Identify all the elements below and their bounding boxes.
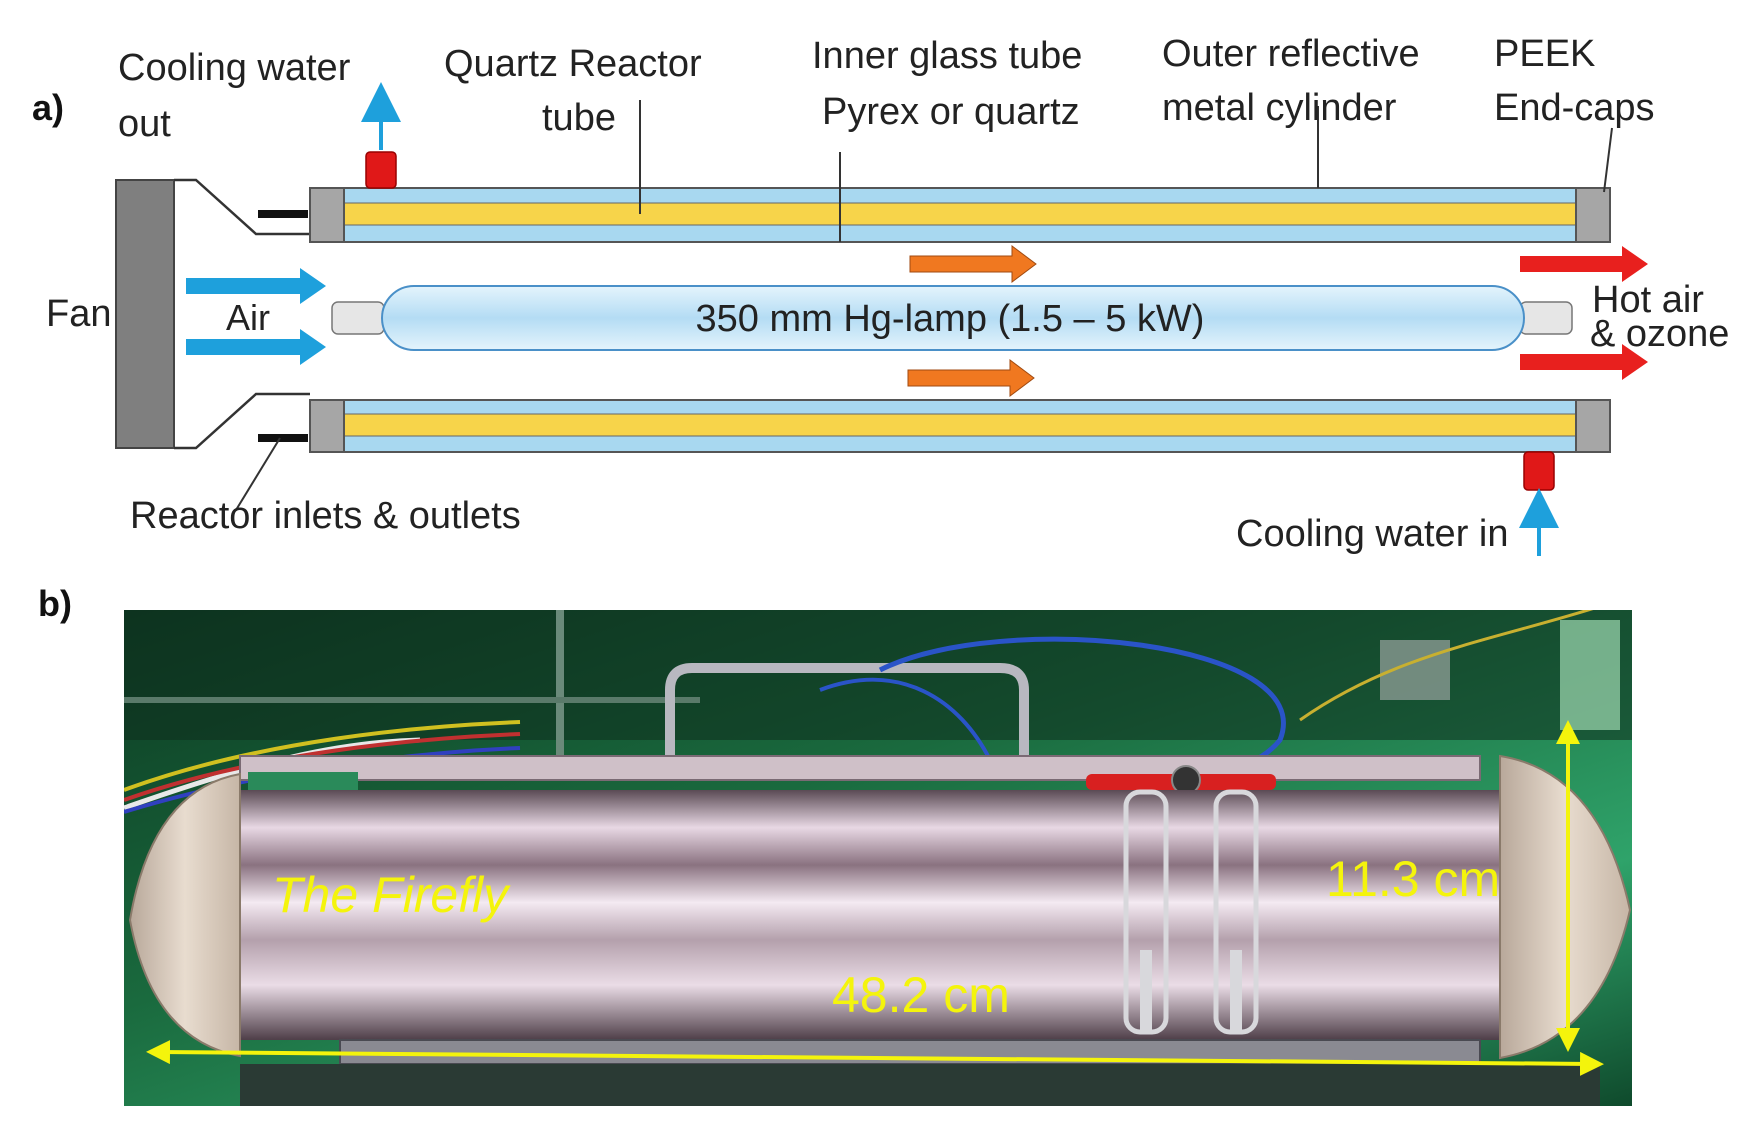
fan	[115, 178, 310, 450]
lamp-right-cap	[1519, 301, 1573, 335]
lamp-bulb	[381, 285, 1525, 351]
hot-air-arrows	[1520, 246, 1648, 380]
top-inlet-port	[258, 210, 308, 218]
hose-clamps	[1123, 789, 1259, 1035]
cooling-water-out-label: Cooling water out	[118, 47, 361, 145]
flow-arrows	[907, 245, 1037, 397]
outer-metal-cylinder-label: Outer reflective metal cylinder	[1162, 33, 1430, 129]
top-reactor-tube	[258, 187, 1611, 243]
panel-a-label: a)	[32, 87, 64, 128]
bottom-quartz-tube	[343, 413, 1577, 437]
hg-lamp: 350 mm Hg-lamp (1.5 – 5 kW)	[331, 285, 1573, 351]
peek-endcaps-label: PEEK End-caps	[1494, 33, 1655, 129]
top-left-endcap	[309, 187, 345, 243]
bottom-reactor-tube	[258, 399, 1611, 453]
metal-cylinder	[240, 790, 1500, 1040]
length-arrow	[146, 1040, 1604, 1076]
diameter-label: 11.3 cm	[1326, 851, 1500, 907]
reactor-inlets-outlets-label: Reactor inlets & outlets	[130, 495, 521, 537]
fan-label: Fan	[46, 293, 111, 335]
fan-body	[115, 179, 175, 449]
bottom-inlet-port	[258, 434, 308, 442]
cooling-water-in-label: Cooling water in	[1236, 513, 1508, 555]
inner-glass-tube-label: Inner glass tube Pyrex or quartz	[812, 35, 1093, 133]
top-right-endcap	[1575, 187, 1611, 243]
leader-lines	[235, 100, 1613, 511]
quartz-reactor-tube-label: Quartz Reactor tube	[444, 43, 712, 139]
reactor-photo	[124, 610, 1632, 1106]
length-label: 48.2 cm	[832, 967, 1010, 1023]
air-arrows	[186, 268, 326, 365]
firefly-title: The Firefly	[272, 867, 511, 923]
bottom-right-endcap	[1575, 399, 1611, 453]
fan-duct	[174, 178, 310, 450]
lamp-left-cap	[331, 301, 385, 335]
panel-a: a)	[32, 33, 1729, 556]
lamp-label: 350 mm Hg-lamp (1.5 – 5 kW)	[696, 298, 1205, 340]
cooling-water-out-port	[361, 82, 401, 189]
bottom-left-endcap	[309, 399, 345, 453]
top-quartz-tube	[343, 202, 1577, 226]
hot-air-ozone-label: Hot air & ozone	[1590, 279, 1729, 355]
air-label: Air	[226, 297, 270, 338]
panel-b: b)	[38, 583, 1632, 1106]
cooling-water-in-port	[1519, 451, 1559, 556]
panel-b-label: b)	[38, 583, 72, 624]
